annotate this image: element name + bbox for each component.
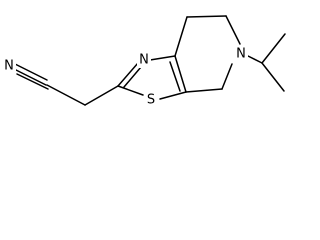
c5-n6-bond (225, 15, 241, 45)
atom-label-sulfur: S (144, 91, 159, 108)
c7a-s1-bond (159, 91, 187, 100)
nitrile-triple-bond-a (14, 63, 48, 81)
piperidine-ring (174, 15, 241, 93)
c3a-c4-bond (174, 16, 188, 57)
s1-c2-bond (117, 85, 144, 96)
chemical-structure-diagram: N N S N (2, 15, 286, 108)
atom-label-thiazole-n: N (137, 52, 151, 68)
thiazole-nitrogen-label: N (139, 53, 149, 68)
c4-c5-bond (186, 15, 227, 18)
c2-n3-double-bond-outer (117, 62, 139, 87)
thiazole-ring (117, 55, 187, 100)
isopropyl-group (247, 33, 286, 92)
atom-label-nitrile-n: N (2, 58, 16, 74)
sulfur-label: S (147, 93, 155, 108)
nitrile-nitrogen-label: N (4, 59, 14, 74)
c3a-c7a-double-bond-inner (169, 61, 181, 92)
n6-c7-bond (221, 63, 233, 90)
n3-c3a-bond (149, 55, 176, 61)
ch2-thiazole-c2-bond (84, 85, 119, 106)
nitrile-group (13, 63, 119, 106)
c7-c7a-bond (185, 88, 223, 93)
c3a-c7a-double-bond-outer (174, 55, 187, 93)
nitrile-c-ch2-bond (46, 84, 86, 106)
c2-n3-double-bond-inner (123, 66, 142, 88)
ring-nitrogen-label: N (236, 47, 246, 62)
nitrile-triple-bond-b (13, 68, 47, 86)
ch-methyl-upper-bond (261, 33, 286, 64)
atom-label-ring-n: N (234, 46, 248, 62)
n6-ch-bond (247, 55, 263, 64)
nitrile-triple-bond-c (16, 73, 49, 90)
ch-methyl-lower-bond (261, 62, 285, 92)
